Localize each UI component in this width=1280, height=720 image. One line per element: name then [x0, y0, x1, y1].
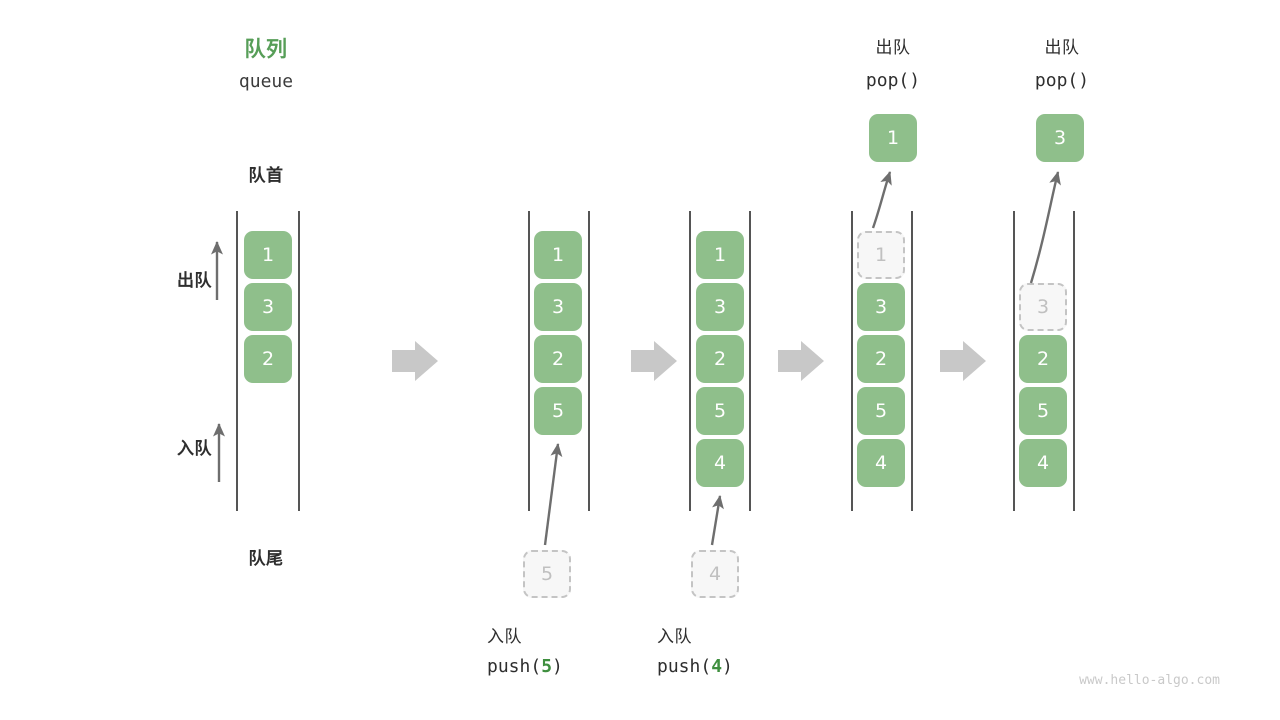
watermark: www.hello-algo.com: [1079, 673, 1220, 688]
push-code-arg: 4: [711, 656, 723, 677]
pop-label-cn: 出队: [1044, 38, 1080, 58]
queue-rail-left-2: [528, 211, 530, 511]
pop-1-arrow: [871, 171, 892, 229]
queue-rail-right-5: [1073, 211, 1075, 511]
diagram-title-cn: 队列: [244, 37, 288, 61]
queue-rail-left-5: [1013, 211, 1015, 511]
push-4-arrow: [710, 495, 724, 546]
queue-cell: 1: [696, 231, 744, 279]
step-separator-arrow: [631, 341, 677, 381]
pop-label-code: pop(): [865, 70, 921, 91]
diagram-title-en: queue: [238, 71, 294, 92]
queue-rail-right-1: [298, 211, 300, 511]
dequeue-direction-label: 出队: [177, 271, 212, 291]
queue-rail-left-1: [236, 211, 238, 511]
push-code-arg: 5: [541, 656, 553, 677]
queue-cell: 2: [696, 335, 744, 383]
step-separator-arrow: [392, 341, 438, 381]
queue-cell: 1: [534, 231, 582, 279]
pop-label-cn: 出队: [875, 38, 911, 58]
queue-rail-right-2: [588, 211, 590, 511]
push-code-prefix: push(: [657, 656, 712, 677]
queue-cell: 5: [534, 387, 582, 435]
push-code-prefix: push(: [487, 656, 542, 677]
outgoing-ghost-cell: 3: [1019, 283, 1067, 331]
step-caption-code: push(5): [487, 656, 647, 677]
queue-cell: 4: [857, 439, 905, 487]
step-separator-arrow: [940, 341, 986, 381]
step-caption-code: push(4): [657, 656, 817, 677]
step-separator-arrow: [778, 341, 824, 381]
pop-label-code: pop(): [1034, 70, 1090, 91]
queue-rail-left-4: [851, 211, 853, 511]
step-caption-cn: 入队: [487, 627, 522, 647]
queue-cell: 2: [857, 335, 905, 383]
outgoing-ghost-cell: 1: [857, 231, 905, 279]
pop-3-arrow: [1029, 171, 1061, 284]
queue-cell: 5: [696, 387, 744, 435]
queue-cell: 3: [534, 283, 582, 331]
queue-rail-left-3: [689, 211, 691, 511]
incoming-ghost-cell: 4: [691, 550, 739, 598]
front-label: 队首: [248, 166, 284, 186]
push-code-suffix: ): [552, 656, 563, 677]
push-5-arrow: [543, 443, 563, 546]
queue-rail-right-3: [749, 211, 751, 511]
queue-cell: 4: [1019, 439, 1067, 487]
popped-cell: 1: [869, 114, 917, 162]
enqueue-direction-label: 入队: [177, 439, 212, 459]
queue-cell: 3: [696, 283, 744, 331]
incoming-ghost-cell: 5: [523, 550, 571, 598]
queue-rail-right-4: [911, 211, 913, 511]
queue-cell: 4: [696, 439, 744, 487]
rear-label: 队尾: [248, 549, 284, 569]
popped-cell: 3: [1036, 114, 1084, 162]
queue-cell: 3: [244, 283, 292, 331]
queue-cell: 2: [534, 335, 582, 383]
queue-cell: 5: [1019, 387, 1067, 435]
queue-cell: 2: [244, 335, 292, 383]
push-code-suffix: ): [722, 656, 733, 677]
queue-cell: 5: [857, 387, 905, 435]
step-caption-cn: 入队: [657, 627, 692, 647]
queue-cell: 3: [857, 283, 905, 331]
queue-cell: 1: [244, 231, 292, 279]
queue-cell: 2: [1019, 335, 1067, 383]
